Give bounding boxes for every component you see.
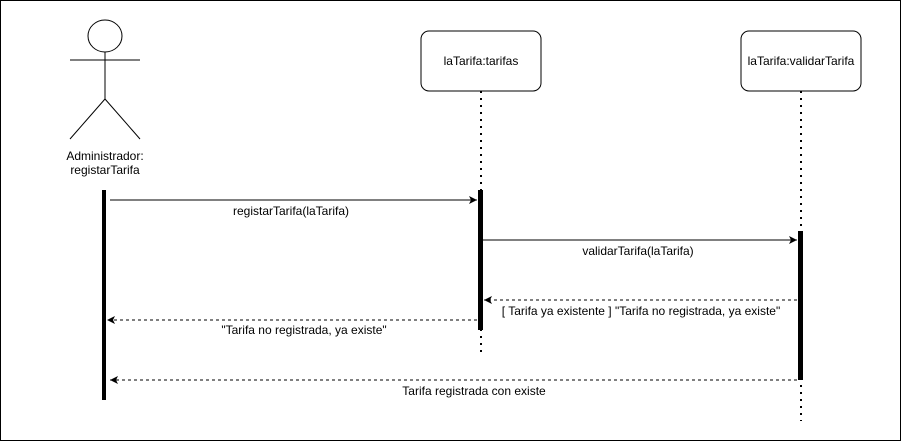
message-registar-tarifa-label: registarTarifa(laTarifa) bbox=[233, 204, 349, 218]
message-validar-tarifa[interactable]: validarTarifa(laTarifa) bbox=[483, 236, 797, 258]
message-registar-tarifa[interactable]: registarTarifa(laTarifa) bbox=[110, 196, 477, 218]
message-validar-tarifa-label: validarTarifa(laTarifa) bbox=[582, 244, 693, 258]
object-validar-label: laTarifa:validarTarifa bbox=[748, 54, 855, 68]
actor-activation-bar bbox=[102, 190, 106, 400]
object-tarifas-label: laTarifa:tarifas bbox=[444, 54, 519, 68]
actor-label-line2: registarTarifa bbox=[70, 163, 140, 177]
message-registrada-con-existe[interactable]: Tarifa registrada con existe bbox=[110, 376, 797, 398]
object-tarifas[interactable]: laTarifa:tarifas bbox=[420, 30, 542, 92]
message-tarifa-ya-existente[interactable]: [ Tarifa ya existente ] "Tarifa no regis… bbox=[484, 296, 797, 318]
message-registrada-con-existe-label: Tarifa registrada con existe bbox=[402, 384, 546, 398]
actor-administrador[interactable]: Administrador: registarTarifa bbox=[66, 19, 144, 177]
actor-head bbox=[87, 19, 123, 53]
object-validar-tarifa[interactable]: laTarifa:validarTarifa bbox=[740, 30, 862, 92]
actor-left-leg bbox=[69, 98, 106, 140]
message-tarifa-ya-existente-label: [ Tarifa ya existente ] "Tarifa no regis… bbox=[502, 304, 780, 318]
actor-right-leg bbox=[104, 98, 141, 140]
activation-bar-tarifas bbox=[478, 190, 483, 330]
activation-bar-validar-tarifa bbox=[798, 231, 803, 380]
message-no-registrada-label: "Tarifa no registrada, ya existe" bbox=[221, 323, 386, 337]
message-no-registrada[interactable]: "Tarifa no registrada, ya existe" bbox=[107, 316, 477, 337]
actor-label-line1: Administrador: bbox=[66, 149, 143, 163]
